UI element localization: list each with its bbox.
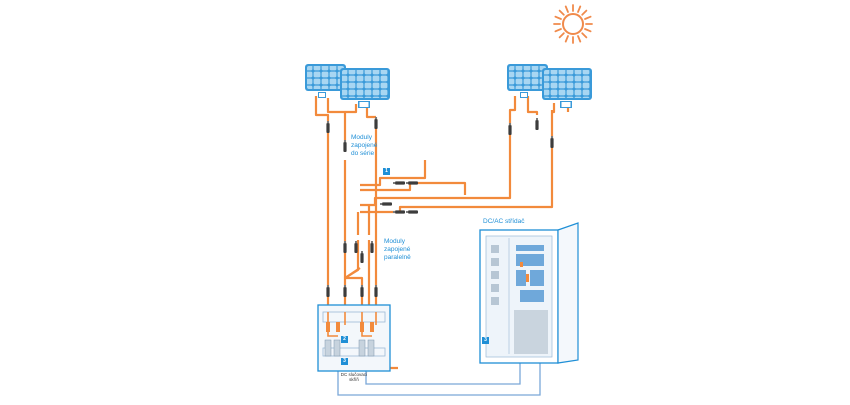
label-junction-box: DC slučovací skříň bbox=[332, 372, 376, 382]
label-series-modules: Moduly zapojené do série bbox=[351, 134, 377, 158]
inverter-cabinet bbox=[479, 222, 579, 364]
label-line: DC slučovací bbox=[340, 372, 368, 377]
label-line: skříň bbox=[349, 377, 359, 382]
dc-cables bbox=[314, 96, 570, 370]
badge-string-marker: 1 bbox=[383, 168, 390, 175]
solar-panel-icon bbox=[507, 64, 592, 108]
label-line: paralelně bbox=[384, 254, 411, 261]
badge-fuse-marker: 3 bbox=[341, 358, 348, 365]
badge-junction-marker: 2 bbox=[341, 336, 348, 343]
label-line: zapojené bbox=[384, 246, 411, 253]
label-line: Moduly bbox=[351, 134, 372, 141]
dc-junction-box bbox=[317, 304, 391, 372]
label-inverter: DC/AC střídač bbox=[483, 218, 525, 225]
label-line: do série bbox=[351, 150, 375, 157]
label-line: Moduly bbox=[384, 238, 405, 245]
badge-inverter-marker: 3 bbox=[482, 337, 489, 344]
label-parallel-modules: Moduly zapojené paralelně bbox=[384, 238, 411, 262]
sun-icon bbox=[553, 4, 593, 44]
solar-panel-icon bbox=[305, 64, 390, 108]
ac-cables bbox=[337, 360, 541, 396]
label-line: zapojené bbox=[351, 142, 378, 149]
